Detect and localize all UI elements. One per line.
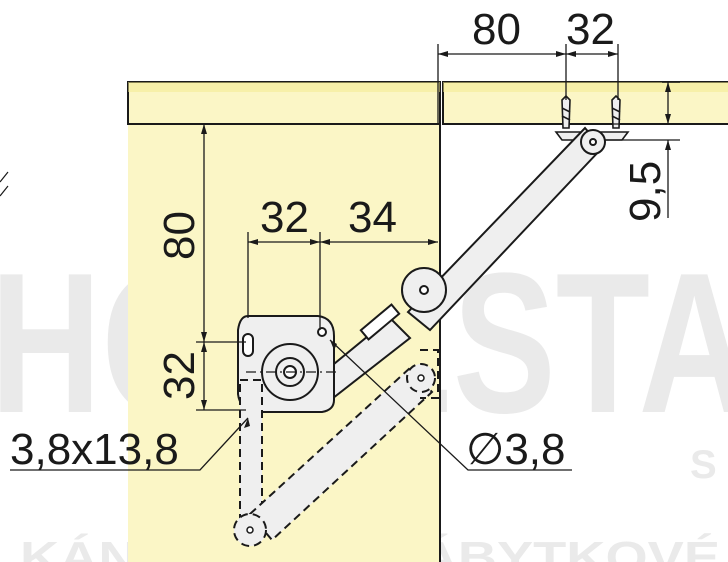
closed-arm-top-pivot — [417, 374, 425, 382]
dim-right-vertical: 9,5 — [621, 161, 670, 222]
dim-top-left: 80 — [472, 5, 521, 54]
dim-left-vertical-bottom: 32 — [155, 351, 204, 400]
watermark-sub: S — [690, 443, 717, 487]
dim-left-vertical-top: 80 — [155, 211, 204, 260]
top-screws — [554, 94, 630, 141]
hole-callout: ∅3,8 — [466, 425, 566, 474]
edge-tick — [0, 171, 9, 197]
dim-mid-right: 34 — [348, 193, 397, 242]
dimension-arrows — [201, 51, 671, 428]
closed-arm-pivot — [246, 526, 254, 534]
stay-arm — [310, 126, 606, 404]
screw-callout: 3,8x13,8 — [10, 425, 179, 474]
dim-top-right: 32 — [566, 5, 615, 54]
dim-mid-left: 32 — [260, 193, 309, 242]
top-panel — [127, 81, 728, 125]
